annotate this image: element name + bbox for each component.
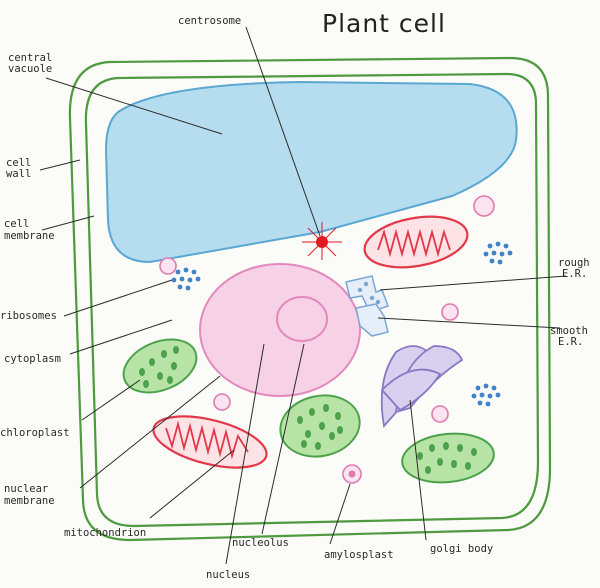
label-golgi-body: golgi body — [430, 543, 493, 555]
label-mitochondrion: mitochondrion — [64, 527, 146, 539]
cell-wall — [68, 56, 552, 542]
nucleus — [199, 263, 361, 397]
leader-lines — [39, 26, 567, 565]
vesicle-upper-left — [159, 257, 177, 275]
central-vacuole — [104, 80, 518, 264]
label-central-vacuole-2: vacuole — [8, 63, 52, 75]
label-cell-membrane-2: membrane — [4, 230, 55, 242]
label-nucleus: nucleus — [206, 569, 250, 581]
endoplasmic-reticulum — [345, 275, 389, 337]
vesicles — [213, 195, 495, 423]
label-nuclear-membrane-1: nuclear — [4, 483, 48, 495]
centrosome — [302, 222, 342, 260]
label-cell-wall-1: cell — [6, 157, 31, 169]
label-cytoplasm: cytoplasm — [4, 353, 61, 365]
label-amylosplast: amylosplast — [324, 549, 394, 561]
label-nuclear-membrane-2: membrane — [4, 495, 55, 507]
label-centrosome: centrosome — [178, 15, 241, 27]
ribosomes — [171, 241, 513, 407]
mitochondrion-top — [363, 215, 469, 269]
chloroplast-middle — [279, 394, 361, 458]
label-central-vacuole-1: central — [8, 52, 52, 64]
label-ribosomes: ribosomes — [0, 310, 57, 322]
chloroplast-right — [401, 432, 495, 484]
mitochondrion-bottom — [152, 415, 268, 469]
amyloplast — [342, 464, 362, 484]
label-cell-membrane-1: cell — [4, 218, 29, 230]
label-smooth-er-1: smooth — [550, 325, 588, 337]
label-nucleolus: nucleolus — [232, 537, 289, 549]
label-cell-wall-2: wall — [6, 168, 31, 180]
golgi-body — [380, 345, 464, 428]
label-rough-er-2: E.R. — [562, 268, 587, 280]
label-chloroplast: chloroplast — [0, 427, 70, 439]
label-smooth-er-2: E.R. — [558, 336, 583, 348]
chloroplast-left — [122, 338, 198, 394]
diagram-title: Plant cell — [322, 9, 446, 38]
labels: centrosome central vacuole cell wall cel… — [0, 15, 590, 581]
label-rough-er-1: rough — [558, 257, 590, 269]
